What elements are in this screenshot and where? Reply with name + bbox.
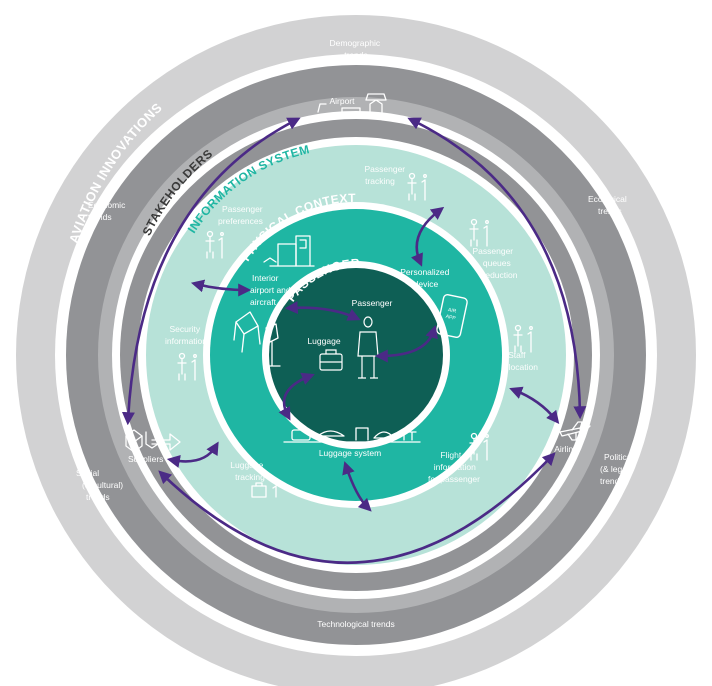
label-demographic-trends: Demographic trends bbox=[330, 38, 383, 60]
label-ecological-trends: Ecological trends bbox=[588, 194, 629, 216]
label-suppliers: Suppliers bbox=[128, 454, 163, 464]
airplane-icon bbox=[559, 421, 591, 441]
suitcase-icon bbox=[319, 349, 343, 371]
luggage-belt-icon bbox=[283, 427, 421, 443]
airport-icon bbox=[311, 93, 403, 119]
arrow-suppliers-luggage-tracking bbox=[166, 441, 219, 468]
label-social-trends: Social (& cultural) trends bbox=[76, 468, 125, 502]
label-passenger-tracking: Passenger tracking bbox=[364, 164, 407, 186]
arrow-interior-info bbox=[190, 279, 252, 297]
label-airline: Airline bbox=[554, 444, 578, 454]
label-airport: Airport bbox=[329, 96, 355, 106]
arrow-passenger-device bbox=[374, 325, 438, 363]
arrow-suppliers-airline bbox=[158, 452, 556, 565]
label-economic-trends: Economic trends bbox=[88, 200, 128, 222]
label-political-trends: Political (& legal) trends bbox=[600, 452, 636, 486]
arrow-staff-airline bbox=[509, 386, 560, 425]
label-passenger: Passenger bbox=[352, 298, 393, 308]
arrow-luggage-system bbox=[278, 372, 315, 421]
connector-arrows bbox=[121, 117, 587, 565]
arrow-airport-suppliers bbox=[121, 117, 301, 426]
label-technological-trends: Technological trends bbox=[317, 619, 395, 629]
label-luggage: Luggage bbox=[307, 336, 340, 346]
arrow-device-info bbox=[410, 206, 445, 267]
arrow-luggage-system-info bbox=[342, 461, 372, 512]
label-luggage-system: Luggage system bbox=[319, 448, 381, 458]
arrow-airport-airline bbox=[407, 117, 587, 420]
passenger-core bbox=[269, 268, 443, 442]
arrow-passenger-interior bbox=[284, 301, 361, 321]
